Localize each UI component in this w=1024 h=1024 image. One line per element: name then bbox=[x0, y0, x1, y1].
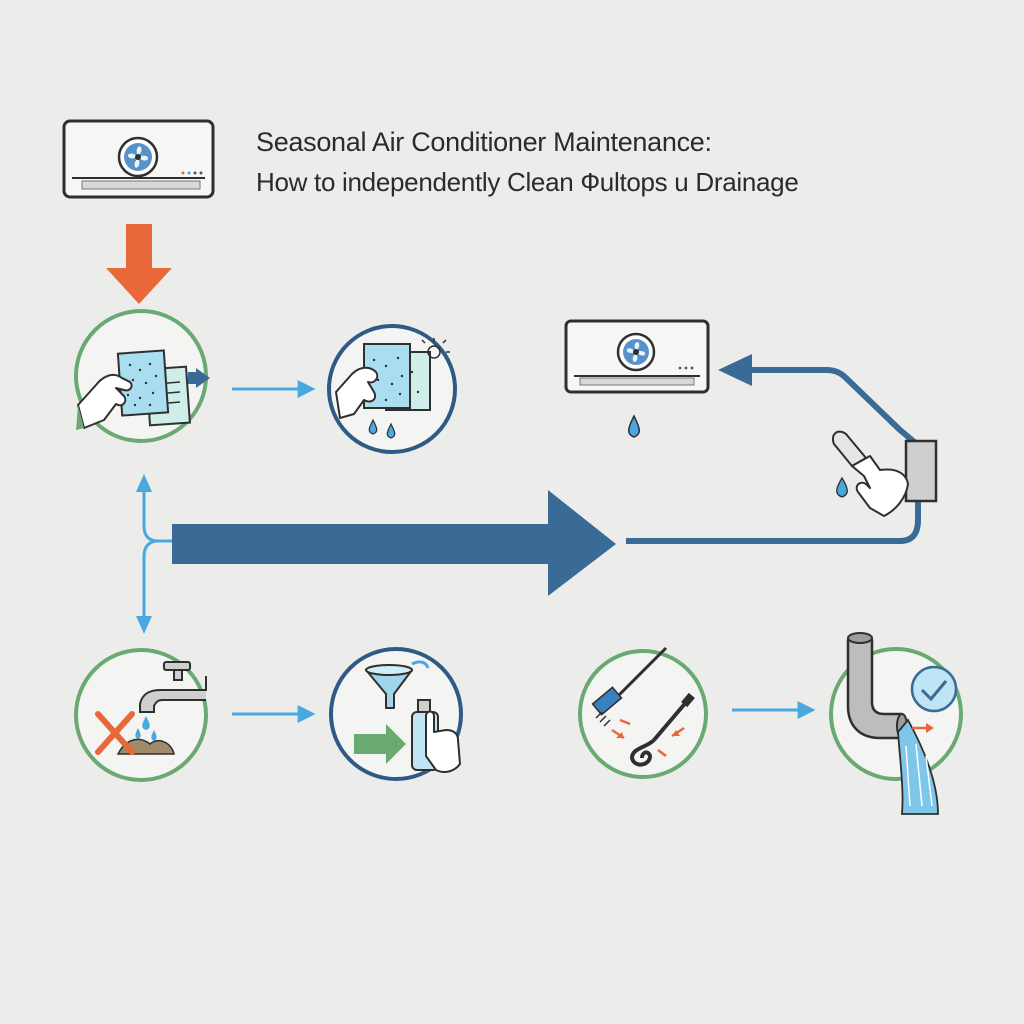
title-line-2: How to independently Clean Фultops u Dra… bbox=[256, 167, 799, 197]
step-rinse-dirt bbox=[74, 648, 208, 782]
step-remove-filter bbox=[74, 309, 210, 443]
step-cleaning-solution bbox=[329, 647, 463, 781]
title-line-1: Seasonal Air Conditioner Maintenance: bbox=[256, 127, 712, 157]
funnel-bottle-icon bbox=[354, 660, 461, 773]
start-arrow bbox=[106, 224, 172, 304]
spray-nozzle-icon bbox=[832, 430, 938, 517]
branch-connector bbox=[136, 474, 172, 634]
ac-unit-top bbox=[62, 119, 215, 199]
checkmark-icon bbox=[910, 665, 958, 713]
step-drain-check bbox=[829, 632, 963, 815]
diagram-title: Seasonal Air Conditioner Maintenance: Ho… bbox=[256, 122, 799, 202]
brush-tool-icon bbox=[591, 646, 695, 767]
drain-pipe-icon bbox=[846, 632, 939, 815]
step-clear-drain bbox=[578, 646, 708, 779]
filter-removal-icon bbox=[76, 349, 210, 430]
faucet-icon bbox=[95, 661, 207, 755]
filter-rinse-icon bbox=[335, 338, 450, 439]
step-rinse-filter bbox=[327, 324, 457, 454]
fan-icon bbox=[117, 136, 159, 178]
ac-unit-right bbox=[564, 319, 710, 438]
main-flow-arrow bbox=[172, 490, 616, 596]
